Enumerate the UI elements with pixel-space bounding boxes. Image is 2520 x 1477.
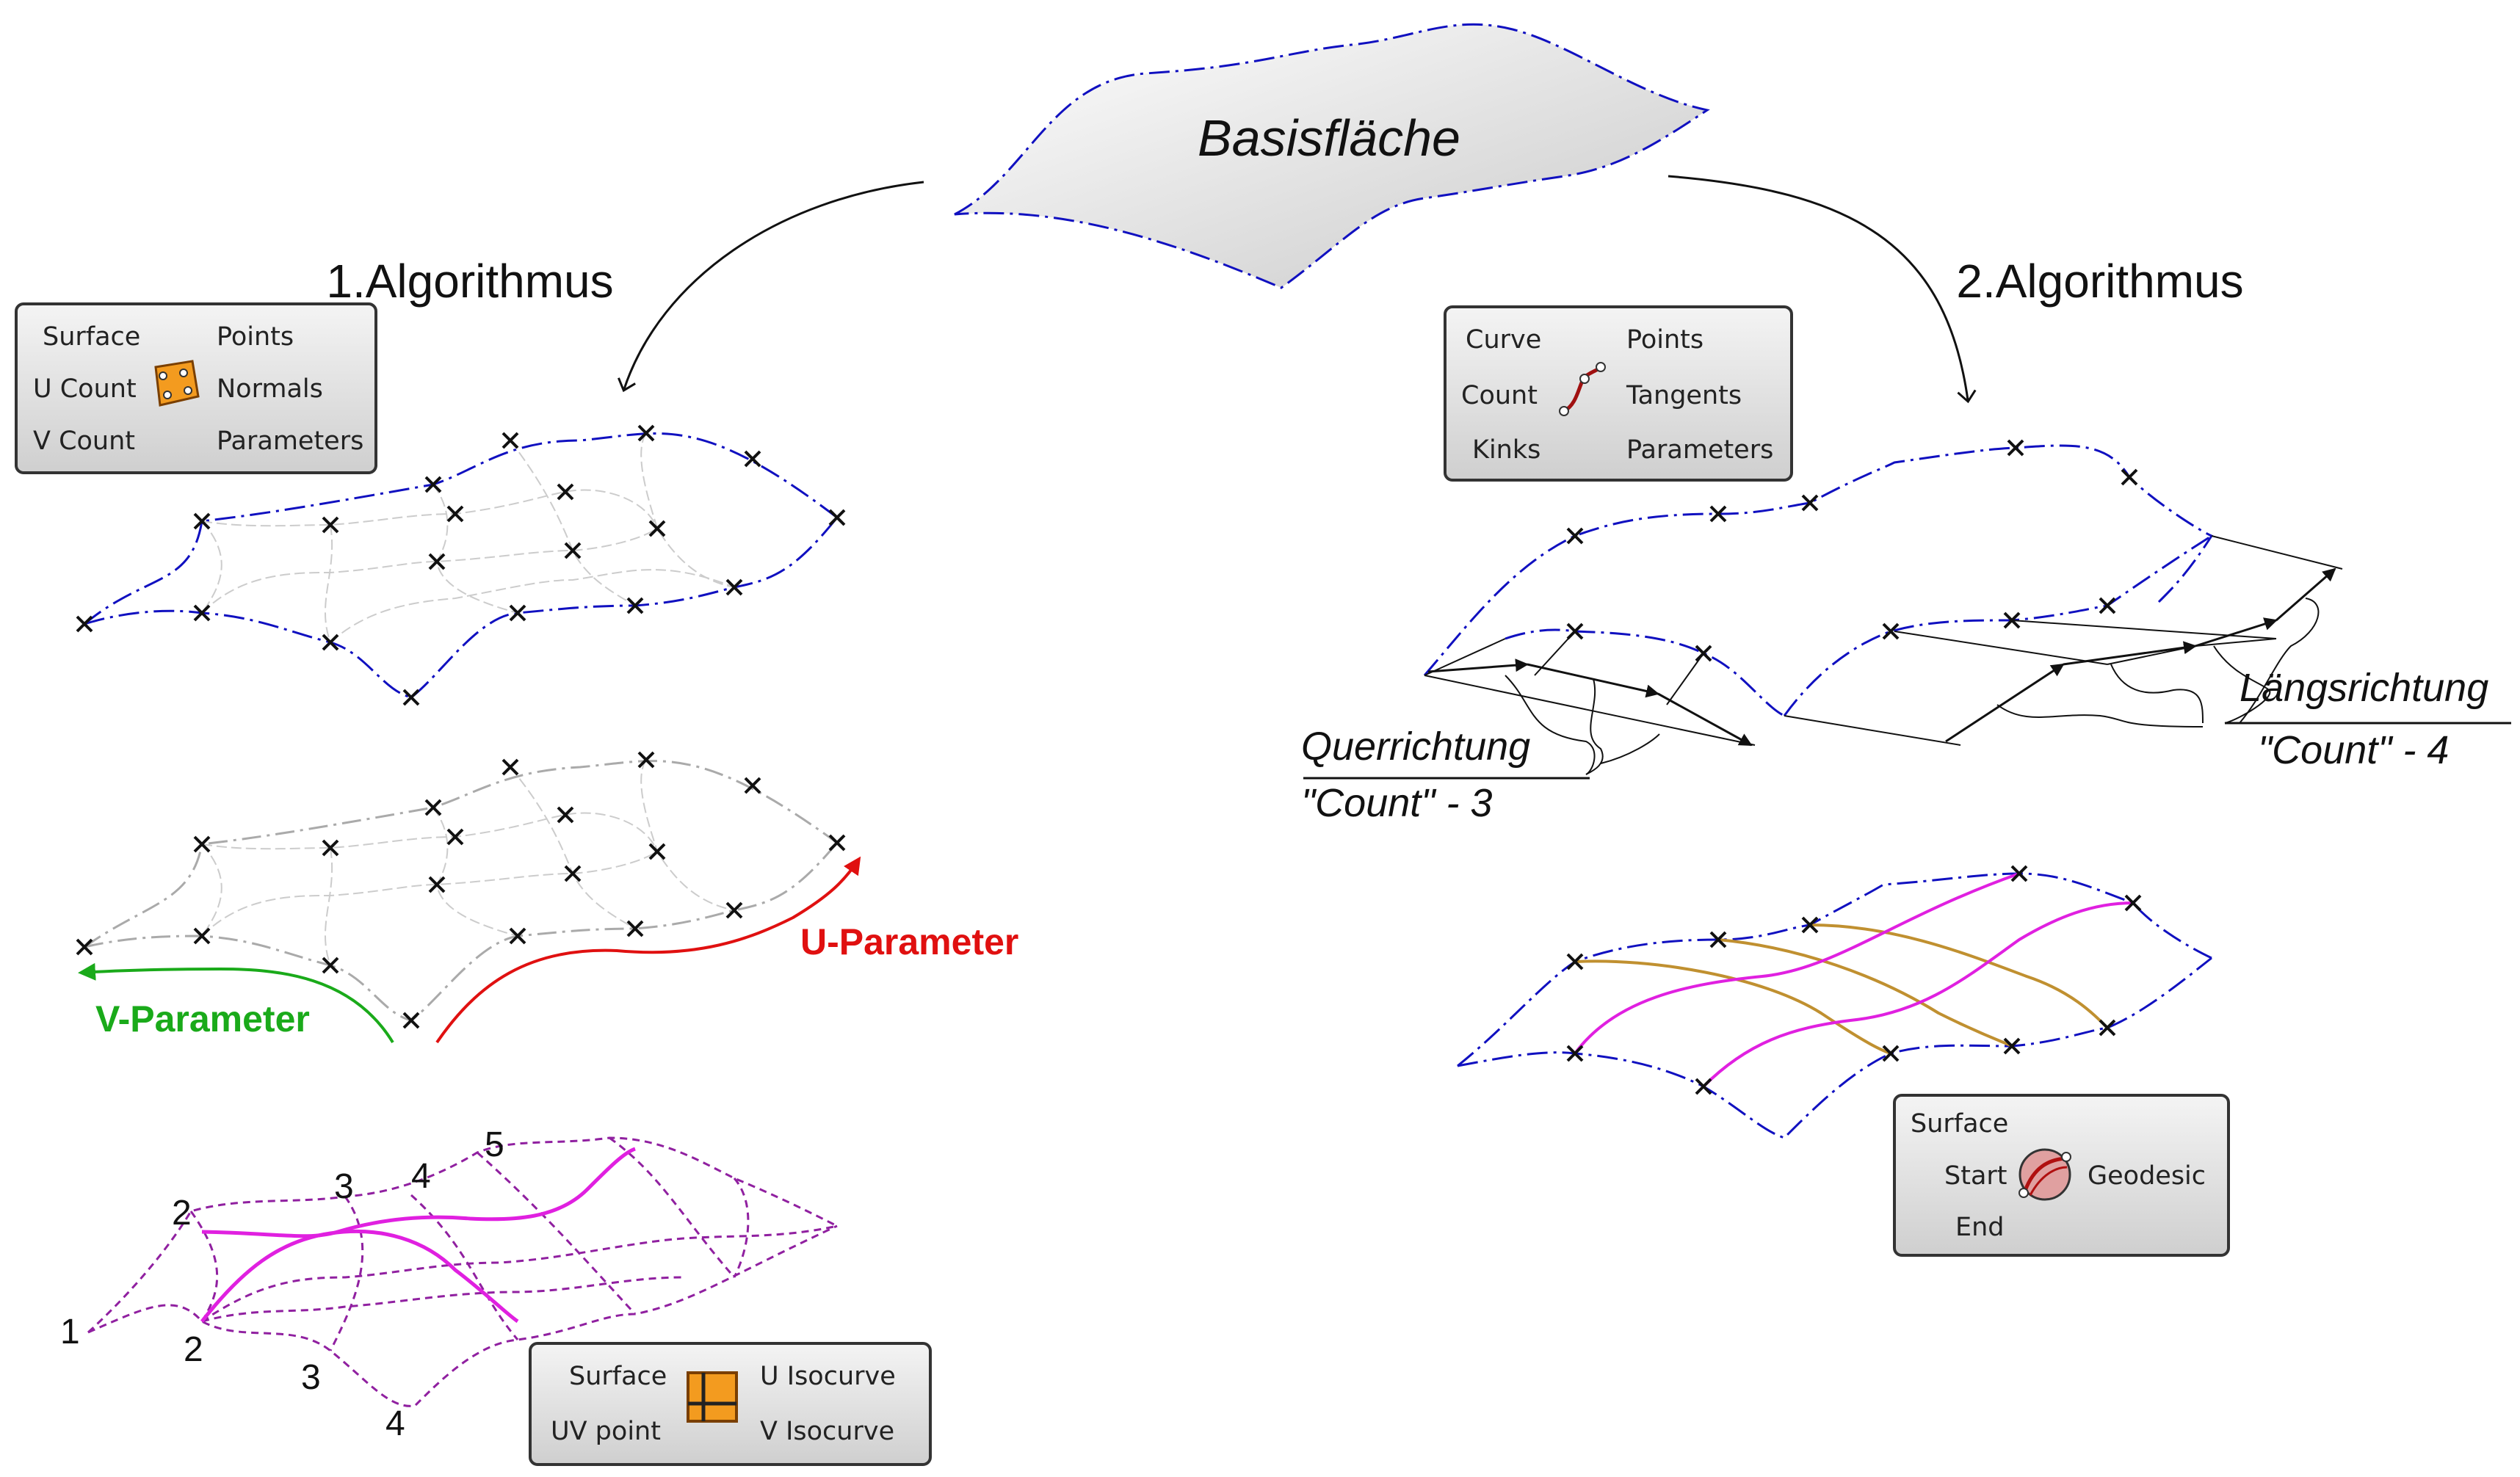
surface-divide-component[interactable]: Surface U Count V Count Points Normals P… bbox=[15, 302, 377, 474]
u-parameter-arrow bbox=[435, 856, 861, 1044]
dc-output-parameters: Parameters bbox=[1626, 435, 1773, 465]
iso-num-3-top: 3 bbox=[334, 1167, 354, 1206]
iso-num-3-bottom: 3 bbox=[301, 1358, 321, 1397]
uv-parameter-surface: U-Parameter V-Parameter bbox=[76, 751, 1018, 1044]
geo-input-end: End bbox=[1955, 1213, 2005, 1242]
laengsrichtung-label: Längsrichtung bbox=[2240, 666, 2488, 710]
iso-num-2-top: 2 bbox=[172, 1194, 192, 1233]
divided-surface-1 bbox=[76, 424, 846, 706]
u-parameter-label: U-Parameter bbox=[800, 921, 1018, 962]
geodesic-component[interactable]: Surface Start End Geodesic bbox=[1893, 1094, 2230, 1257]
iso-input-surface: Surface bbox=[569, 1362, 667, 1391]
divided-curve-surface: Querrichtung "Count" - 3 Längsrichtung "… bbox=[1301, 439, 2511, 825]
output-points: Points bbox=[217, 322, 294, 352]
isocurve-component[interactable]: Surface UV point U Isocurve V Isocurve bbox=[529, 1342, 932, 1466]
input-surface: Surface bbox=[43, 322, 140, 352]
iso-num-4-top: 4 bbox=[411, 1157, 431, 1196]
dc-input-kinks: Kinks bbox=[1472, 435, 1540, 465]
v-parameter-label: V-Parameter bbox=[95, 998, 310, 1039]
input-u-count: U Count bbox=[33, 374, 137, 404]
geo-input-surface: Surface bbox=[1911, 1109, 2008, 1139]
base-surface-title: Basisfläche bbox=[1198, 109, 1460, 167]
input-v-count: V Count bbox=[33, 427, 135, 456]
algo2-label: 2.Algorithmus bbox=[1956, 255, 2243, 308]
geodesic-magenta-1 bbox=[1574, 872, 2020, 1055]
geodesic-gold-3 bbox=[1809, 923, 2109, 1029]
iso-num-2-bottom: 2 bbox=[184, 1330, 203, 1369]
v-isocurve bbox=[200, 1230, 519, 1324]
base-surface: Basisfläche bbox=[954, 23, 1710, 289]
geo-output-geodesic: Geodesic bbox=[2088, 1161, 2206, 1191]
arrow-to-algo2 bbox=[1668, 175, 1977, 404]
iso-num-4-bottom: 4 bbox=[385, 1404, 405, 1443]
geodesic-icon bbox=[2018, 1148, 2071, 1201]
geodesic-magenta-2 bbox=[1702, 901, 2134, 1088]
querrichtung-count: "Count" - 3 bbox=[1301, 781, 1492, 825]
isocurve-surface: 1 2 2 3 3 4 4 5 bbox=[60, 1125, 838, 1443]
dc-input-curve: Curve bbox=[1466, 325, 1541, 355]
arrow-to-algo1 bbox=[618, 181, 924, 393]
output-normals: Normals bbox=[217, 374, 323, 404]
geodesic-gold-1 bbox=[1574, 959, 1891, 1055]
divide-curve-icon bbox=[1559, 362, 1606, 416]
base-surface-shape bbox=[954, 23, 1710, 289]
querrichtung-label: Querrichtung bbox=[1301, 725, 1530, 769]
iso-output-v: V Isocurve bbox=[760, 1417, 894, 1446]
laengsrichtung-count: "Count" - 4 bbox=[2258, 728, 2449, 772]
dc-output-points: Points bbox=[1626, 325, 1703, 355]
dc-input-count: Count bbox=[1461, 381, 1538, 410]
isocurve-icon bbox=[687, 1371, 738, 1423]
iso-num-1: 1 bbox=[60, 1313, 80, 1351]
iso-num-5: 5 bbox=[485, 1125, 504, 1164]
algo1-label: 1.Algorithmus bbox=[326, 255, 613, 308]
iso-input-uv-point: UV point bbox=[551, 1417, 661, 1446]
output-parameters: Parameters bbox=[217, 427, 363, 456]
surface-divide-icon bbox=[154, 360, 200, 407]
v-parameter-arrow bbox=[78, 962, 394, 1044]
dc-output-tangents: Tangents bbox=[1626, 381, 1742, 410]
u-isocurve bbox=[201, 1147, 636, 1238]
geodesic-surface bbox=[1457, 865, 2212, 1139]
iso-output-u: U Isocurve bbox=[760, 1362, 896, 1391]
divide-curve-component[interactable]: Curve Count Kinks Points Tangents Parame… bbox=[1444, 305, 1793, 482]
geodesic-gold-2 bbox=[1717, 938, 2013, 1048]
geo-input-start: Start bbox=[1944, 1161, 2007, 1191]
